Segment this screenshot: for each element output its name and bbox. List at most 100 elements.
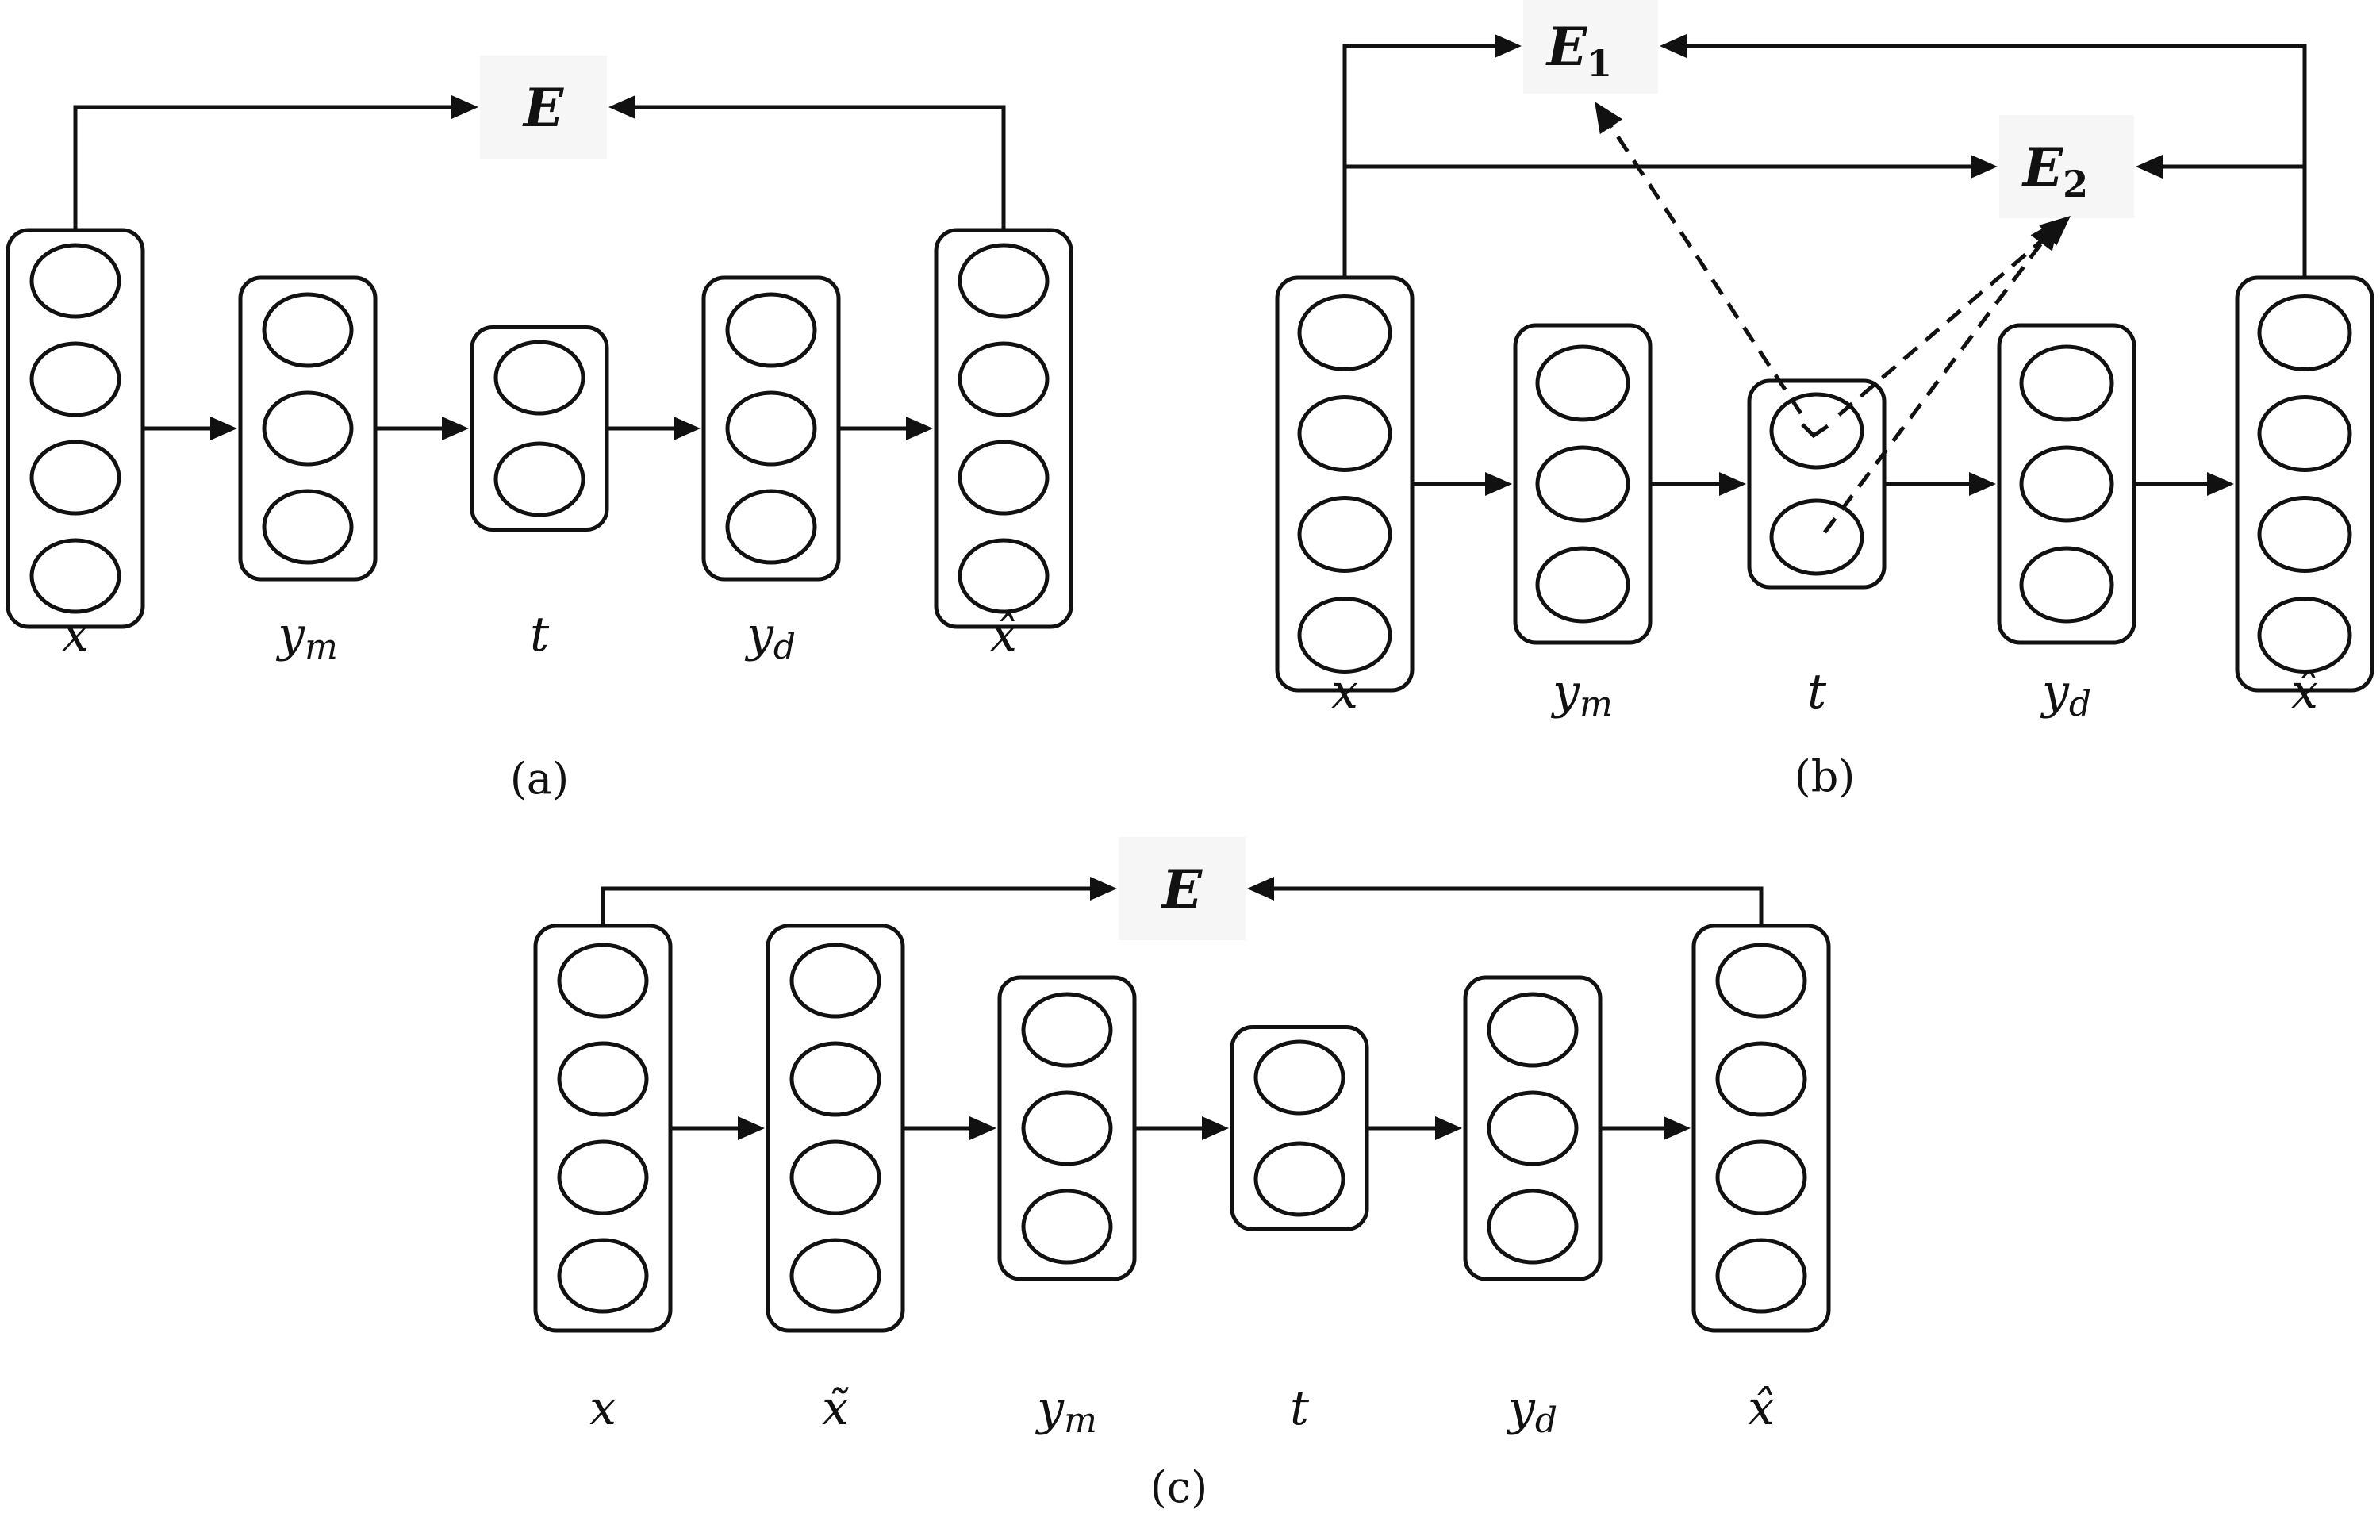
layer-b-3: yd (1997, 323, 2136, 724)
layer-label: x (589, 1381, 616, 1436)
forward-arrowhead (969, 1116, 996, 1140)
neuron (2257, 294, 2352, 371)
forward-arrowhead (674, 417, 701, 440)
forward-arrowhead (210, 417, 237, 440)
layer-label: x (1331, 664, 1358, 720)
neuron (2019, 546, 2114, 624)
layer-label: ym (275, 607, 338, 667)
dashed-arrowhead (2030, 219, 2059, 252)
neuron (493, 340, 585, 416)
neuron (725, 390, 817, 467)
forward-arrowhead (738, 1116, 765, 1140)
neuron (958, 440, 1050, 516)
neuron (1487, 992, 1579, 1068)
input-to-e1-line (1342, 44, 1499, 278)
neuron (29, 538, 121, 614)
neuron (2019, 344, 2114, 422)
error-arrowhead (1495, 34, 1522, 58)
error-arrowhead (2136, 155, 2163, 179)
layer-b-0: x (1275, 275, 1415, 720)
layer-label: yd (744, 607, 796, 667)
dashed-t-to-e2 (1822, 239, 2045, 534)
input-to-error-line (73, 105, 456, 230)
panel-caption: (c) (1150, 1462, 1207, 1512)
error-arrowhead (1971, 155, 1998, 179)
neuron (1253, 1141, 1345, 1217)
neuron (29, 440, 121, 516)
output-to-error-line (631, 105, 1006, 230)
neuron (29, 243, 121, 319)
layer-label: x̂ (990, 607, 1017, 662)
error-b-2: E2 (1999, 115, 2134, 218)
forward-arrowhead (1969, 472, 1996, 496)
layer-label: x̂ (2291, 664, 2318, 720)
dashed-arrowhead (1595, 102, 1623, 135)
layer-label: yd (2040, 664, 2091, 724)
neuron (1021, 992, 1113, 1068)
neuron (557, 1041, 649, 1117)
neuron (1535, 445, 1630, 523)
neuron (1535, 546, 1630, 624)
layer-c-4: yd (1463, 975, 1603, 1441)
dashed-t-to-e1 (1607, 122, 1803, 415)
layer-label: ym (1035, 1381, 1097, 1441)
neuron (29, 341, 121, 417)
neuron (1535, 344, 1630, 422)
error-label: E2 (2021, 136, 2088, 205)
layer-a-0: x (6, 228, 145, 662)
dashed-t-to-e2 (1837, 232, 2052, 417)
layer-c-1: x̃ (766, 924, 905, 1436)
error-label: E1 (1545, 16, 1612, 85)
error-arrowhead (1090, 877, 1117, 901)
forward-arrowhead (906, 417, 933, 440)
neuron-mark (1801, 423, 1829, 439)
neuron (789, 1238, 881, 1314)
neuron (1715, 1238, 1807, 1314)
layer-label: t (1290, 1381, 1310, 1436)
neuron (2257, 496, 2352, 573)
layer-label: t (530, 607, 550, 662)
neuron (1297, 496, 1392, 573)
layer-label: t (1807, 664, 1827, 720)
neuron (958, 538, 1050, 614)
error-arrowhead (1660, 34, 1687, 58)
layer-b-2: t (1747, 378, 1887, 720)
layer-c-5: x̂ (1691, 924, 1831, 1436)
layer-c-3: t (1230, 1025, 1369, 1436)
neuron (1487, 1189, 1579, 1265)
forward-arrowhead (1202, 1116, 1229, 1140)
neuron (1769, 498, 1864, 576)
neuron (1715, 1041, 1807, 1117)
output-to-e1-line (1682, 44, 2307, 278)
error-label: E (522, 77, 565, 139)
neuron (493, 441, 585, 517)
layer-b-4: x̂ (2235, 275, 2374, 720)
forward-arrowhead (1435, 1116, 1462, 1140)
neuron (1715, 1139, 1807, 1215)
neuron (1253, 1039, 1345, 1116)
neuron (262, 292, 354, 368)
error-box (1999, 115, 2134, 218)
neuron (789, 943, 881, 1019)
layer-label: x̃ (822, 1381, 849, 1436)
error-box (1523, 0, 1658, 94)
layer-label: x (62, 607, 89, 662)
neuron (2257, 597, 2352, 674)
neuron (725, 292, 817, 368)
layer-label: x̂ (1748, 1381, 1775, 1436)
error-c: E (1119, 837, 1246, 940)
panel-c: x x̃ ym t yd x̂ E (c) (533, 837, 1831, 1512)
neuron (789, 1139, 881, 1215)
error-label: E (1161, 858, 1203, 920)
error-b-1: E1 (1523, 0, 1658, 94)
layer-a-4: x̂ (934, 228, 1073, 662)
layer-a-1: ym (238, 275, 378, 667)
neuron (725, 489, 817, 565)
neuron (557, 1139, 649, 1215)
neuron (557, 943, 649, 1019)
neuron (262, 489, 354, 565)
neuron (1487, 1090, 1579, 1166)
